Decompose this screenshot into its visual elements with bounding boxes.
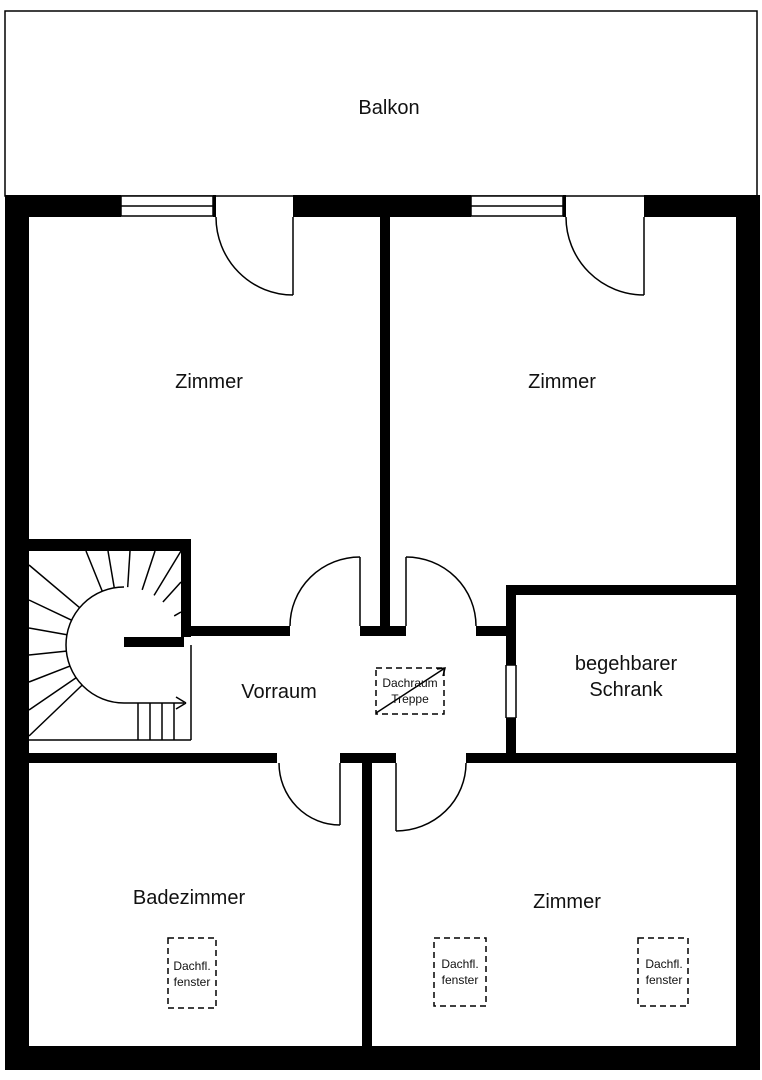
outer-walls <box>5 195 760 1070</box>
skylight-label-1: Dachfl. <box>645 957 682 971</box>
stair-tread <box>153 550 182 596</box>
interior-walls <box>29 217 736 1046</box>
room-label-vorraum: Vorraum <box>241 681 317 703</box>
door-zimmer-top-left <box>289 556 361 627</box>
balcony-window-left <box>120 195 214 217</box>
room-label-schrank-1: begehbarer <box>575 653 678 675</box>
skylight-label-1: Dachfl. <box>173 959 210 973</box>
stair-tread <box>28 684 83 737</box>
balcony-window-right <box>470 195 564 217</box>
stair-tread <box>141 550 156 591</box>
skylight-label-2: fenster <box>174 975 211 989</box>
stair-tread <box>173 611 182 617</box>
attic-stair-label-1: Dachraum <box>382 676 437 690</box>
closet-opening <box>505 664 517 719</box>
room-label-zimmer-top-left: Zimmer <box>175 371 243 393</box>
stair-tread <box>28 564 81 609</box>
balcony-door-right <box>565 216 645 296</box>
room-label-zimmer-top-right: Zimmer <box>528 371 596 393</box>
skylight-room-right: Dachfl. fenster <box>637 937 689 1007</box>
balcony-label: Balkon <box>358 97 419 119</box>
stair-tread <box>126 550 131 588</box>
attic-stair-hatch: Dachraum Treppe <box>375 667 446 715</box>
door-zimmer-bottom <box>395 762 467 832</box>
attic-stair-label-2: Treppe <box>391 692 429 706</box>
stair-tread <box>107 550 116 588</box>
balcony-outline <box>4 10 758 197</box>
room-label-zimmer-bottom: Zimmer <box>533 891 601 913</box>
stair-tread <box>85 550 103 592</box>
balcony-door-left <box>215 216 294 296</box>
staircase <box>28 550 192 741</box>
door-zimmer-top-right <box>405 556 477 627</box>
stair-tread <box>28 650 67 656</box>
skylight-label-1: Dachfl. <box>441 957 478 971</box>
skylight-room-left: Dachfl. fenster <box>433 937 487 1007</box>
stair-tread <box>162 581 182 603</box>
room-label-badezimmer: Badezimmer <box>133 887 246 909</box>
skylight-bathroom: Dachfl. fenster <box>167 937 217 1009</box>
skylight-label-2: fenster <box>646 973 683 987</box>
stair-tread <box>28 665 71 683</box>
stair-tread <box>28 599 72 621</box>
room-label-schrank-2: Schrank <box>589 679 663 701</box>
skylight-label-2: fenster <box>442 973 479 987</box>
stair-tread <box>28 677 77 711</box>
stair-tread <box>28 627 68 636</box>
door-badezimmer <box>278 762 341 826</box>
